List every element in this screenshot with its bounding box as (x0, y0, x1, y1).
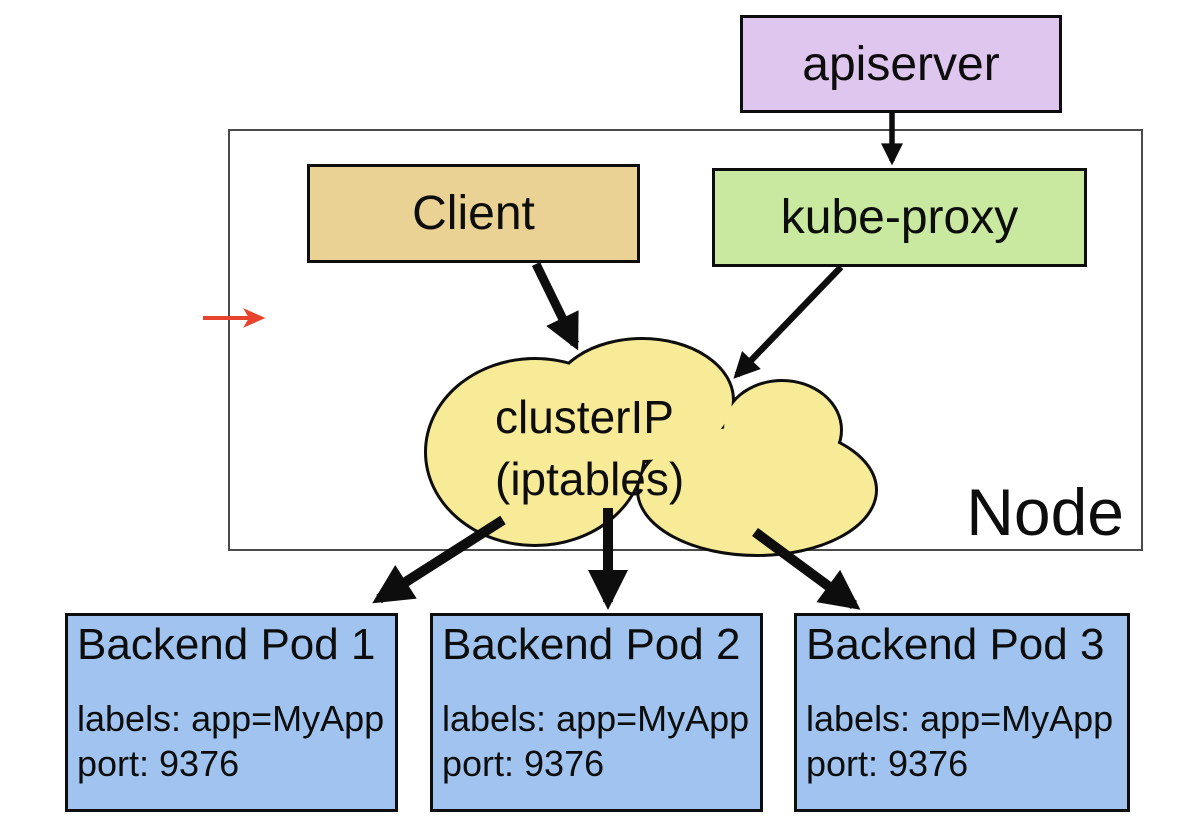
cloud-lobe-right-fill (639, 426, 875, 554)
node-label: Node (966, 475, 1124, 549)
apiserver-box: apiserver (740, 15, 1062, 113)
client-label: Client (412, 187, 535, 240)
cloud-lobe-top-fill (552, 340, 732, 460)
arrow-client-to-cluster-ip (531, 262, 580, 351)
arrow-cluster-ip-to-pod-1 (372, 515, 506, 604)
pod-2-labels: labels: app=MyApp (442, 698, 750, 739)
cluster-ip-line1: clusterIP (495, 391, 674, 443)
pod-2-port: port: 9376 (442, 743, 605, 784)
backend-pod-1-box: Backend Pod 1 labels: app=MyApp port: 93… (65, 613, 398, 812)
pod-1-port: port: 9376 (77, 743, 240, 784)
pod-2-title: Backend Pod 2 (442, 620, 741, 669)
client-box: Client (307, 164, 640, 263)
cluster-ip-cloud-fill (427, 340, 875, 554)
pod-1-title: Backend Pod 1 (77, 620, 376, 669)
cluster-ip-line2: (iptables) (495, 453, 685, 505)
apiserver-label: apiserver (802, 37, 1000, 91)
backend-pod-2-box: Backend Pod 2 labels: app=MyApp port: 93… (430, 613, 763, 812)
kube-proxy-box: kube-proxy (712, 168, 1087, 267)
arrow-kube-proxy-to-cluster-ip (733, 264, 844, 379)
backend-pod-3-box: Backend Pod 3 labels: app=MyApp port: 93… (794, 613, 1130, 812)
pod-3-title: Backend Pod 3 (806, 620, 1105, 669)
kube-proxy-label: kube-proxy (780, 191, 1019, 244)
pod-3-labels: labels: app=MyApp (806, 698, 1114, 739)
cluster-ip-label: clusterIP (iptables) (495, 386, 684, 510)
arrow-cluster-ip-to-pod-3 (752, 527, 861, 610)
pod-1-labels: labels: app=MyApp (77, 698, 385, 739)
pod-3-port: port: 9376 (806, 743, 969, 784)
